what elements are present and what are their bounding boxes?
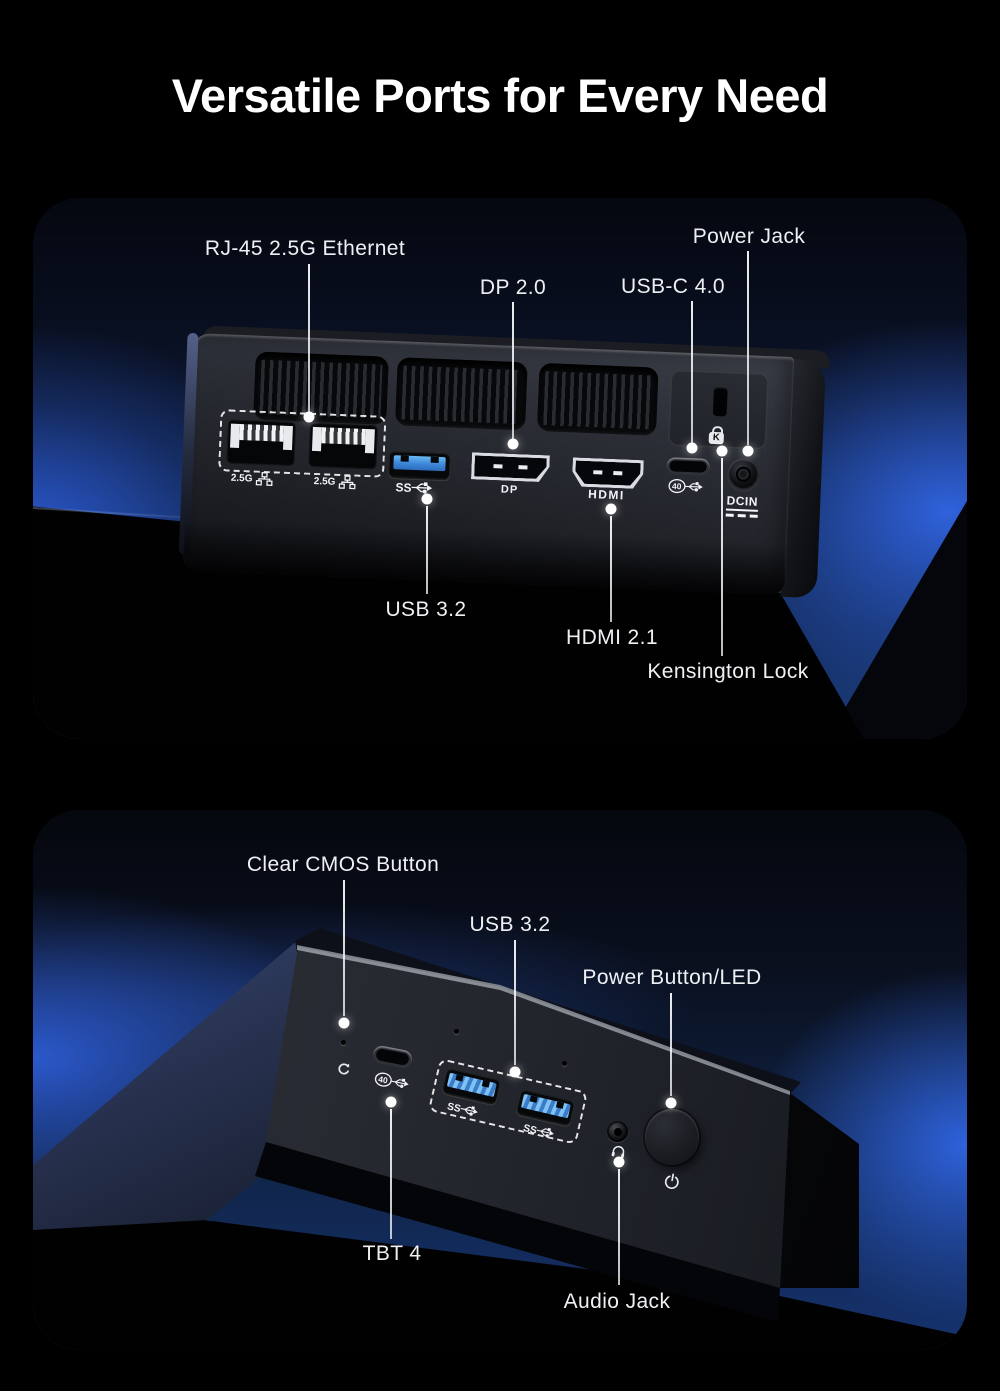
- callout-label-usb32-front: USB 3.2: [469, 913, 551, 936]
- kensington-slot: [712, 386, 728, 417]
- callout-line-audio: [618, 1169, 620, 1285]
- ss1-text: SS: [446, 1101, 462, 1115]
- power-button: [645, 1109, 699, 1165]
- callout-line-cmos: [343, 880, 345, 1016]
- callout-label-usbc: USB-C 4.0: [621, 275, 725, 298]
- usb40-front-text: 40: [377, 1074, 388, 1086]
- callout-dot-kensington: [716, 445, 728, 457]
- callout-line-ethernet: [308, 264, 310, 412]
- callout-dot-power-jack: [742, 445, 754, 457]
- callout-dot-audio: [613, 1156, 625, 1168]
- mini-pc-rear: 2.5G 2.5G SS: [178, 323, 847, 617]
- callout-line-hdmi: [610, 516, 612, 622]
- network-icon: [255, 472, 273, 486]
- usb-ss-icon-front-2: SS: [522, 1123, 554, 1138]
- front-view-photo: 40 SS SS: [33, 810, 967, 1350]
- callout-label-audio: Audio Jack: [563, 1290, 671, 1313]
- lan-speed-mark-1: 2.5G: [231, 471, 273, 487]
- callout-label-power-jack: Power Jack: [692, 225, 806, 248]
- vent-grille-2: [395, 357, 528, 431]
- callout-label-usb32: USB 3.2: [385, 598, 467, 621]
- displayport-port: [471, 452, 550, 482]
- callout-dot-cmos: [338, 1017, 350, 1029]
- hdmi-mark: HDMI: [587, 486, 626, 503]
- power-icon: [664, 1173, 679, 1189]
- reset-icon: [338, 1063, 350, 1075]
- callout-label-kensington: Kensington Lock: [647, 660, 809, 683]
- callout-label-ethernet: RJ-45 2.5G Ethernet: [204, 237, 406, 260]
- mic-pinhole-2: [562, 1061, 567, 1066]
- callout-dot-usb32-front: [509, 1066, 521, 1078]
- rear-view-photo: 2.5G 2.5G SS: [33, 198, 967, 739]
- callout-line-kensington: [721, 458, 723, 656]
- callout-line-tbt: [390, 1109, 392, 1239]
- ethernet-port-1: [226, 419, 297, 467]
- dcin-text: DCIN: [726, 493, 759, 512]
- audio-jack-port: [607, 1121, 628, 1142]
- network-icon: [338, 475, 356, 490]
- usb-a-port-rear: [387, 450, 451, 482]
- callout-dot-ethernet: [303, 411, 315, 423]
- usb-c-port-rear: [666, 457, 710, 476]
- callout-line-usb32-front: [514, 940, 516, 1065]
- usb-pair-dashed-outline: SS SS: [427, 1058, 589, 1145]
- usb-ss-icon-front-1: SS: [446, 1101, 478, 1116]
- dcin-mark: DCIN: [719, 493, 766, 518]
- hdmi-port: [572, 457, 644, 489]
- callout-dot-power-button: [665, 1097, 677, 1109]
- ethernet-port-2: [308, 422, 379, 470]
- dp-mark: DP: [500, 483, 519, 497]
- callout-label-power-button: Power Button/LED: [582, 966, 762, 989]
- callout-dot-dp: [507, 438, 519, 450]
- svg-text:SS: SS: [395, 480, 412, 495]
- cmos-pinhole: [341, 1040, 346, 1045]
- usb4-40g-icon-front: 40: [374, 1072, 409, 1088]
- usb-ss-icon: SS: [395, 480, 433, 495]
- ss2-text: SS: [522, 1123, 538, 1137]
- usb40-text: 40: [672, 481, 682, 491]
- callout-label-dp: DP 2.0: [479, 276, 547, 299]
- callout-line-usb32: [426, 506, 428, 594]
- callout-label-tbt: TBT 4: [362, 1242, 422, 1265]
- lan1-label: 2.5G: [230, 472, 253, 485]
- callout-dot-hdmi: [605, 503, 617, 515]
- kensington-lock-icon: K: [708, 431, 725, 445]
- callout-line-power-jack: [747, 251, 749, 445]
- callout-dot-usbc: [686, 442, 698, 454]
- callout-line-power-button: [670, 993, 672, 1096]
- callout-label-hdmi: HDMI 2.1: [566, 626, 658, 649]
- callout-line-usbc: [691, 301, 693, 443]
- page-title: Versatile Ports for Every Need: [171, 69, 829, 122]
- callout-dot-tbt: [385, 1096, 397, 1108]
- callout-line-dp: [512, 302, 514, 440]
- vent-grille-3: [536, 362, 659, 436]
- callout-dot-usb32: [421, 493, 433, 505]
- mic-pinhole-1: [454, 1029, 459, 1034]
- lan2-label: 2.5G: [313, 475, 336, 488]
- usb4-40g-icon: 40: [668, 479, 703, 494]
- callout-label-cmos: Clear CMOS Button: [246, 853, 440, 876]
- lan-speed-mark-2: 2.5G: [313, 474, 356, 490]
